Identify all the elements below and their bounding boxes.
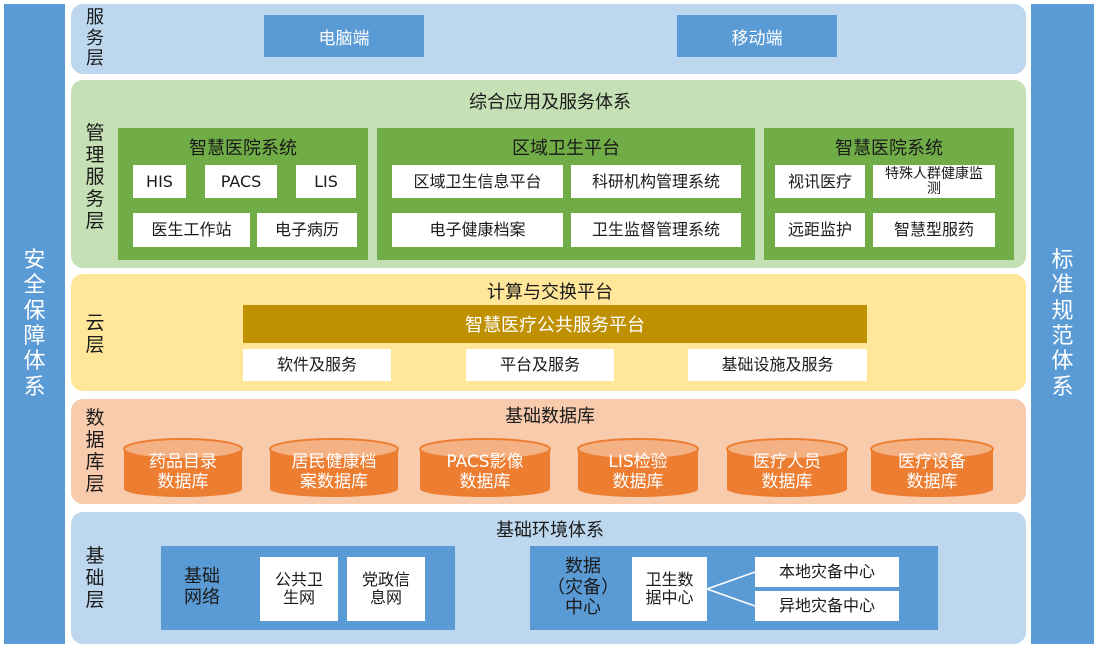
panel-title: 区域卫生平台	[512, 138, 620, 159]
doctor-workstation-box: 医生工作站	[133, 213, 250, 247]
video-medical-box: 视讯医疗	[775, 165, 865, 198]
iaas-box: 基础设施及服务	[688, 349, 867, 381]
service-layer	[71, 4, 1026, 74]
service-layer-label: 服 务 层	[86, 6, 104, 70]
public-service-platform-bar: 智慧医疗公共服务平台	[243, 305, 867, 343]
database-layer-label: 数 据 库 层	[85, 407, 105, 495]
standards-char: 规	[1051, 298, 1074, 324]
regional-info-platform-box: 区域卫生信息平台	[392, 165, 563, 198]
management-layer-title: 综合应用及服务体系	[469, 92, 631, 113]
base-layer-label: 基 础 层	[85, 545, 105, 611]
base-network-title: 基础 网络	[184, 566, 220, 608]
db-label: 医疗人员数据库	[753, 452, 821, 492]
public-health-network-box: 公共卫生网	[260, 557, 338, 621]
health-data-center-box: 卫生数据中心	[632, 557, 707, 621]
saas-box: 软件及服务	[243, 349, 391, 381]
desktop-client-box: 电脑端	[264, 15, 424, 57]
government-network-box: 党政信息网	[347, 557, 425, 621]
standards-char: 体	[1051, 349, 1074, 375]
standards-char: 系	[1051, 374, 1074, 400]
standards-system-column: 标 准 规 范 体 系	[1031, 4, 1094, 644]
standards-char: 标	[1051, 248, 1074, 274]
his-box: HIS	[133, 165, 186, 198]
standards-char: 范	[1051, 324, 1074, 349]
security-char: 障	[23, 324, 46, 349]
security-char: 安	[23, 248, 46, 274]
local-backup-center-box: 本地灾备中心	[755, 557, 899, 587]
smart-medication-box: 智慧型服药	[873, 213, 995, 247]
security-char: 体	[23, 349, 46, 375]
cloud-layer-title: 计算与交换平台	[487, 282, 613, 303]
panel-title: 智慧医院系统	[189, 138, 297, 159]
db-label: 医疗设备数据库	[898, 452, 966, 492]
db-label: 药品目录数据库	[149, 452, 217, 492]
security-char: 全	[23, 273, 46, 299]
panel-title: 智慧医院系统	[835, 138, 943, 159]
health-supervision-system-box: 卫生监督管理系统	[571, 213, 741, 247]
remote-monitoring-box: 远距监护	[775, 213, 865, 247]
database-layer-title: 基础数据库	[505, 406, 595, 427]
management-layer-label: 管 理 服 务 层	[85, 122, 105, 232]
special-population-monitoring-box: 特殊人群健康监测	[873, 165, 995, 198]
data-center-title: 数据 （灾备） 中心	[547, 555, 619, 619]
security-char: 系	[23, 374, 46, 400]
lis-box: LIS	[296, 165, 356, 198]
research-mgmt-system-box: 科研机构管理系统	[571, 165, 741, 198]
pacs-box: PACS	[205, 165, 277, 198]
standards-char: 准	[1051, 273, 1074, 299]
health-record-box: 电子健康档案	[392, 213, 563, 247]
security-char: 保	[23, 298, 46, 324]
cloud-layer-label: 云 层	[85, 312, 105, 356]
emr-box: 电子病历	[257, 213, 357, 247]
db-label: 居民健康档案数据库	[291, 452, 377, 492]
security-system-column: 安 全 保 障 体 系	[4, 4, 65, 644]
db-label: LIS检验数据库	[608, 452, 668, 492]
paas-box: 平台及服务	[466, 349, 614, 381]
mobile-client-box: 移动端	[677, 15, 837, 57]
remote-backup-center-box: 异地灾备中心	[755, 591, 899, 621]
base-layer-title: 基础环境体系	[496, 520, 604, 541]
db-label: PACS影像数据库	[446, 452, 524, 492]
